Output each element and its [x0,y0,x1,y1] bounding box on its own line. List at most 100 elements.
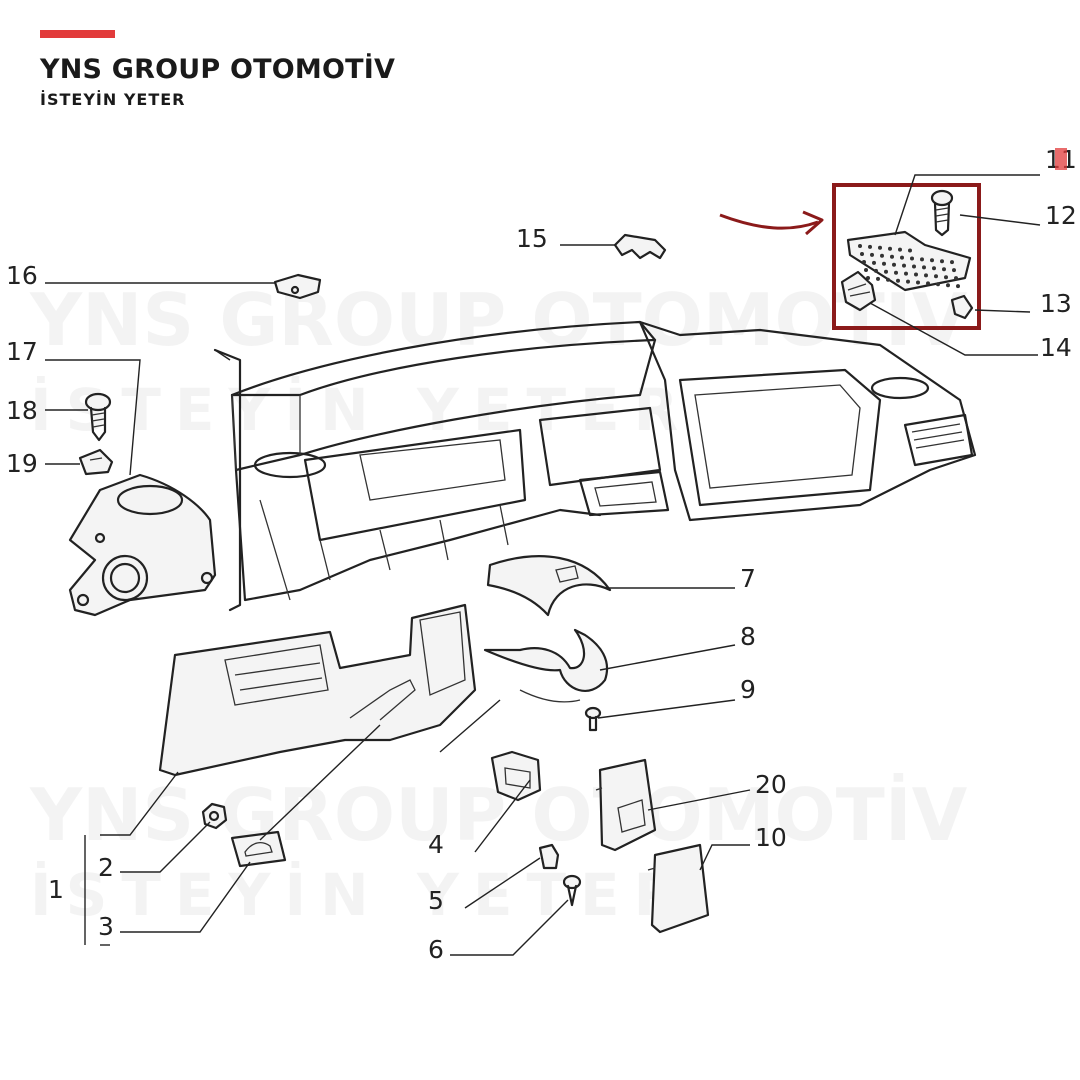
grille-hole [900,255,904,260]
callout-numbers: 11 12 13 14 15 16 17 18 19 7 8 9 20 10 4… [6,145,1077,964]
brand-title: YNS GROUP OTOMOTİV [40,54,396,85]
part-20-cover [595,758,657,852]
callout-10: 10 [755,823,787,852]
callout-7: 7 [740,564,756,593]
grille-hole [896,278,900,283]
grille-hole [884,269,888,274]
callout-6: 6 [428,935,444,964]
grille-hole [944,275,948,280]
grille-hole [876,276,880,281]
grille-hole [860,252,864,256]
callout-8: 8 [740,622,756,651]
part-10-cover [647,843,710,934]
part-1-lower-dashboard-panel [158,603,477,777]
grille-hole [926,281,930,286]
callout-20: 20 [755,770,787,799]
part-3-switch-plate [230,830,287,868]
grille-hole [864,268,868,272]
watermark: YNS GROUP OTOMOTİV İSTEYİN YETER YNS GRO… [29,278,968,929]
callout-15: 15 [516,224,548,253]
grille-hole [906,279,910,284]
callout-14: 14 [1040,333,1072,362]
highlight-arrowhead [802,210,824,236]
grille-hole [934,274,938,279]
highlight-box [719,183,981,330]
part-16-bracket [273,273,322,300]
grille-hole [936,282,940,287]
part-18-screw [84,392,112,442]
grille-hole [914,272,918,277]
callout-1: 1 [48,875,64,904]
callout-17: 17 [6,337,38,366]
watermark-slogan-2: İSTEYİN YETER [30,860,692,929]
grille-hole [924,273,928,278]
grille-hole [872,260,876,265]
grille-hole [920,257,924,262]
grille-hole [890,254,894,259]
part-17-column-bracket [68,473,217,617]
callout-9: 9 [740,675,756,704]
callout-3: 3 [98,912,114,941]
dashboard-body [213,320,977,612]
grille-hole [950,260,954,265]
grille-hole [916,280,920,285]
brand-slogan: İSTEYİN YETER [40,90,186,109]
grille-hole [888,246,892,251]
highlight-frame [832,183,981,330]
highlight-arrow [719,213,819,230]
grille-hole [946,283,950,288]
grille-hole [930,258,934,263]
part-14-cap [840,270,877,312]
callout-19: 19 [6,449,38,478]
grille-hole [894,270,898,275]
callout-13: 13 [1040,289,1072,318]
part-9-screw [584,706,602,732]
part-15-bracket [613,233,667,260]
part-4-housing [490,750,542,802]
grille-hole [922,265,926,270]
grille-hole [874,268,878,273]
part-13-clip [950,294,974,320]
callout-16: 16 [6,261,38,290]
part-5-fastener [538,843,560,870]
part-6-screw [562,874,582,907]
grille-hole [908,248,912,253]
grille-hole [880,253,884,258]
grille-hole [954,276,958,281]
grille-hole [862,260,866,264]
grille-hole [912,264,916,269]
brand-accent-bar [40,30,115,38]
grille-hole [898,247,902,252]
callout-11-marker [1055,148,1067,170]
grille-hole [940,259,944,264]
grille-hole [956,284,960,289]
part-7-upper-column-cover [486,555,612,617]
part-11-grille-panel [846,230,972,292]
grille-hole [878,245,882,250]
part-2-nut [201,802,228,830]
grille-hole [870,252,874,257]
part-8-lower-column-cover [483,628,609,703]
part-19-clip [78,448,114,476]
leader-lines [45,174,1041,956]
watermark-slogan: İSTEYİN YETER [30,375,692,444]
callout-5: 5 [428,886,444,915]
grille-hole [858,244,862,248]
callout-4: 4 [428,830,444,859]
callout-12: 12 [1045,201,1077,230]
callout-18: 18 [6,396,38,425]
watermark-name: YNS GROUP OTOMOTİV [29,278,968,362]
callout-2: 2 [98,853,114,882]
grille-hole [942,267,946,272]
grille-hole [868,244,872,249]
grille-hole [910,256,914,261]
grille-hole [904,271,908,276]
part-12-bolt [930,189,954,237]
grille-hole [892,262,896,267]
grille-hole [902,263,906,268]
grille-hole [882,261,886,266]
grille-hole [932,266,936,271]
grille-hole [952,268,956,273]
grille-hole [886,277,890,282]
